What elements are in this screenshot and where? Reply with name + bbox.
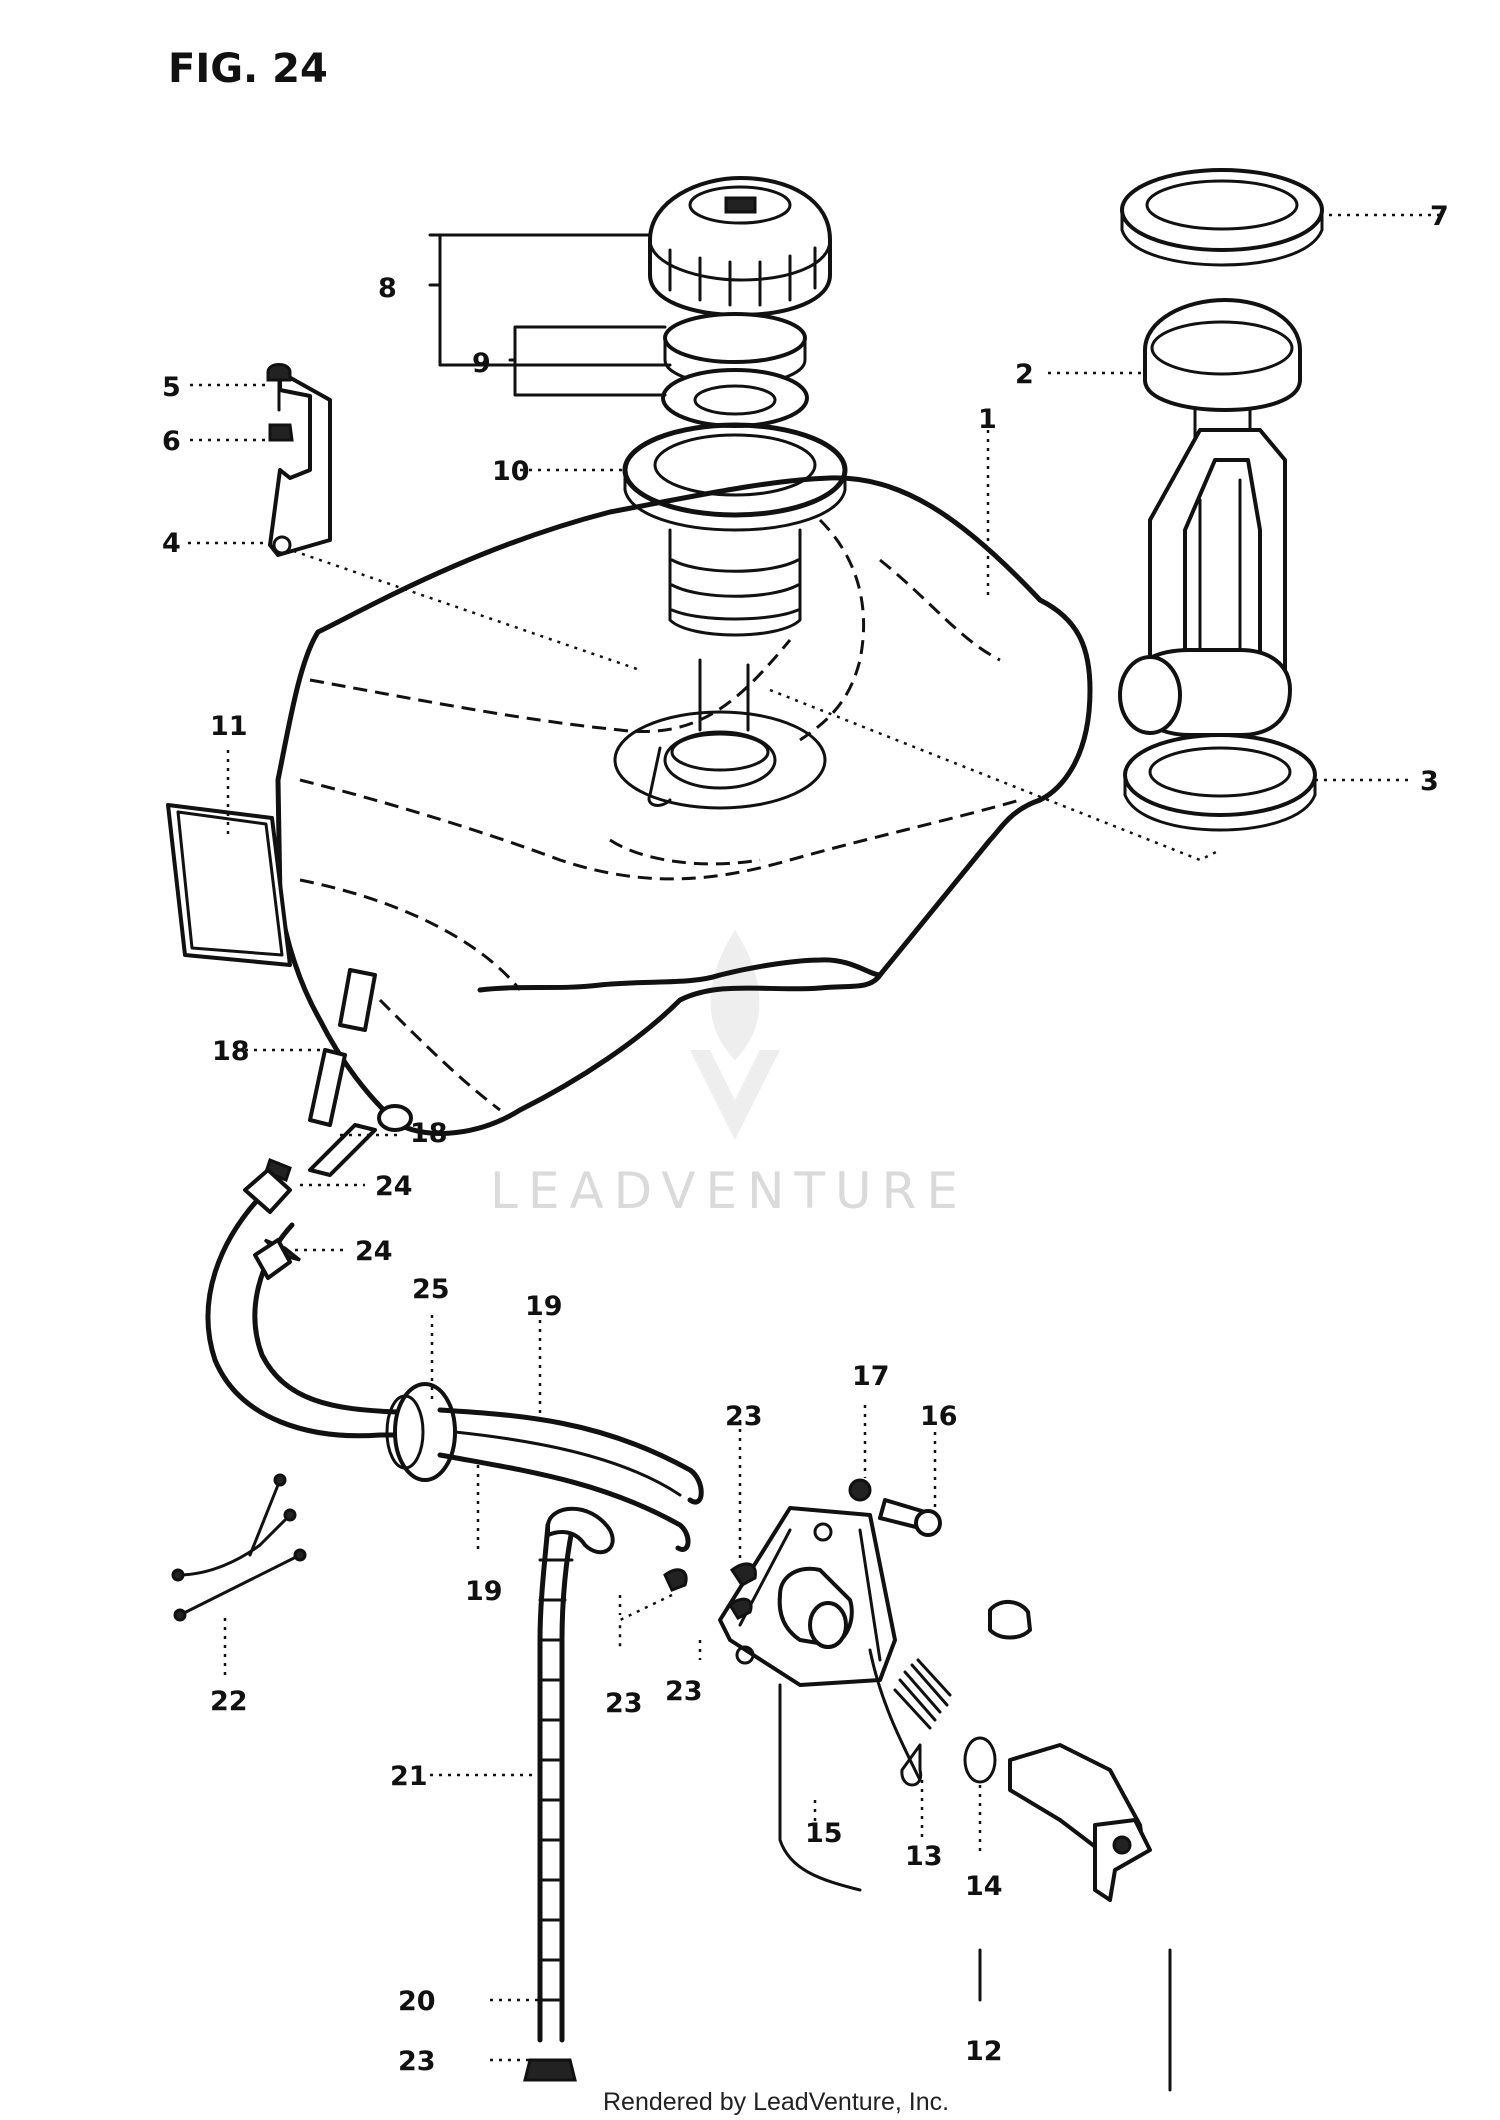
callout-23-mid: 23: [665, 1676, 703, 1707]
callout-23-top: 23: [725, 1401, 763, 1432]
footer-credit: Rendered by LeadVenture, Inc.: [603, 2088, 949, 2116]
callout-24-lower: 24: [355, 1236, 393, 1267]
callout-12: 12: [965, 2036, 1003, 2067]
leader-lines: [188, 213, 1440, 2092]
callout-18-lower: 18: [410, 1118, 448, 1149]
callout-9: 9: [472, 348, 491, 379]
leader-4-dash: [284, 546, 641, 672]
callout-6: 6: [162, 426, 181, 457]
callout-8: 8: [378, 273, 397, 304]
callout-3: 3: [1420, 766, 1439, 797]
fuel-cock-assembly: [663, 1478, 1152, 1902]
figure-title: FIG. 24: [168, 46, 328, 92]
callout-22: 22: [210, 1686, 248, 1717]
warning-label-11: [166, 803, 292, 967]
callout-11: 11: [210, 711, 248, 742]
fuel-gauge-unit: [1118, 298, 1302, 737]
callout-5: 5: [162, 372, 181, 403]
callout-19-upper: 19: [525, 1291, 563, 1322]
callout-23-left: 23: [605, 1688, 643, 1719]
callout-10: 10: [492, 456, 530, 487]
gasket-ring-7: [1120, 168, 1324, 267]
callout-13: 13: [905, 1841, 943, 1872]
callout-21: 21: [390, 1761, 428, 1792]
callout-2: 2: [1015, 359, 1034, 390]
callout-15: 15: [805, 1818, 843, 1849]
fuel-cap-assembly: [622, 176, 848, 637]
callout-20: 20: [398, 1986, 436, 2017]
callout-25: 25: [412, 1274, 450, 1305]
breather-hoses-19: [437, 1407, 704, 1552]
callout-19-lower: 19: [465, 1576, 503, 1607]
callout-23-bottom: 23: [398, 2046, 436, 2077]
callout-17: 17: [852, 1361, 890, 1392]
bracket-bolt-nut: [266, 363, 332, 557]
callout-24-upper: 24: [375, 1171, 413, 1202]
callout-14: 14: [965, 1871, 1003, 1902]
protector-hose-21: [523, 1506, 615, 2082]
fuel-tank: [275, 475, 1093, 1136]
gasket-ring-3: [1123, 733, 1317, 832]
grommet-25: [385, 1382, 457, 1482]
wire-harness-22: [171, 1473, 307, 1622]
watermark: LEADVENTURE: [490, 930, 968, 1220]
watermark-logo-icon: [690, 930, 780, 1140]
callout-16: 16: [920, 1401, 958, 1432]
callout-18-upper: 18: [212, 1036, 250, 1067]
callout-7: 7: [1430, 201, 1449, 232]
hose-nipples-18: [308, 968, 413, 1177]
callout-1: 1: [978, 404, 997, 435]
callout-4: 4: [162, 528, 181, 559]
leader-3-dash: [769, 688, 1221, 862]
fuel-hose-loop: [205, 1168, 415, 1439]
watermark-text: LEADVENTURE: [490, 1162, 968, 1220]
